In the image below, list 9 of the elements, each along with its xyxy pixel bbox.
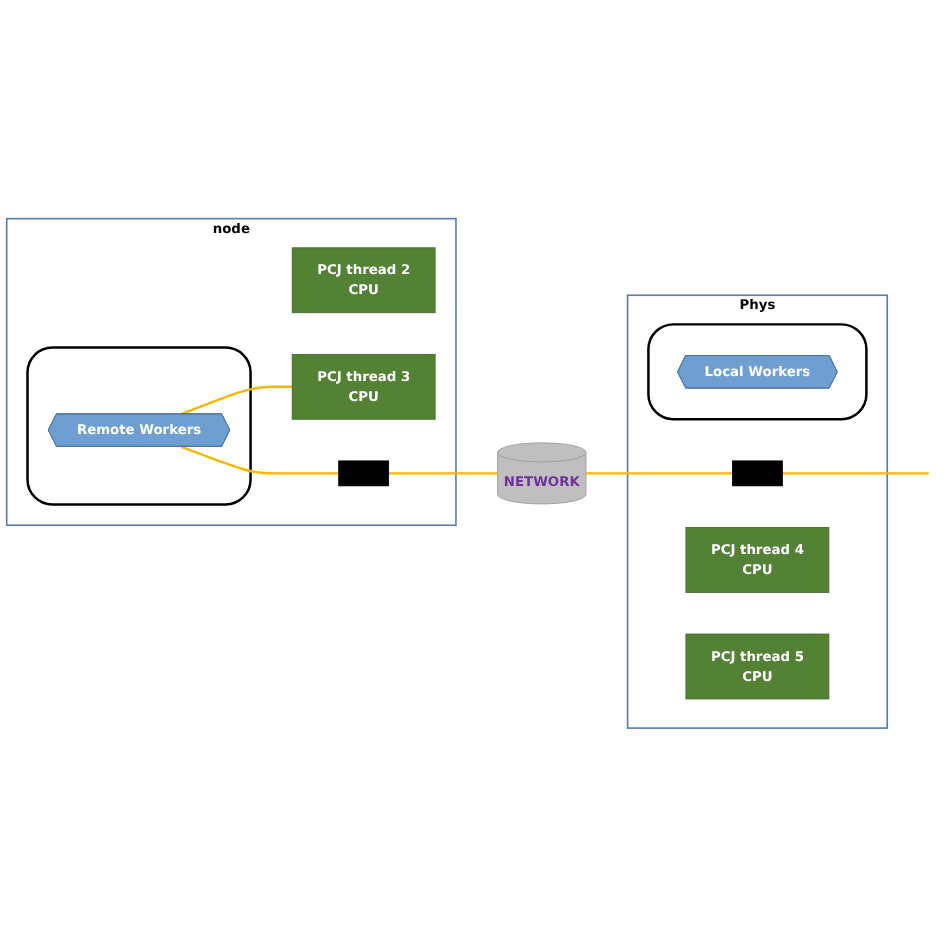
connector <box>586 472 733 476</box>
connector <box>388 472 498 476</box>
connector <box>180 446 339 476</box>
connector <box>180 386 293 417</box>
node-box <box>732 461 783 487</box>
connector <box>782 472 929 476</box>
cluster <box>26 346 252 507</box>
cluster <box>647 323 868 422</box>
node-box <box>338 461 390 487</box>
